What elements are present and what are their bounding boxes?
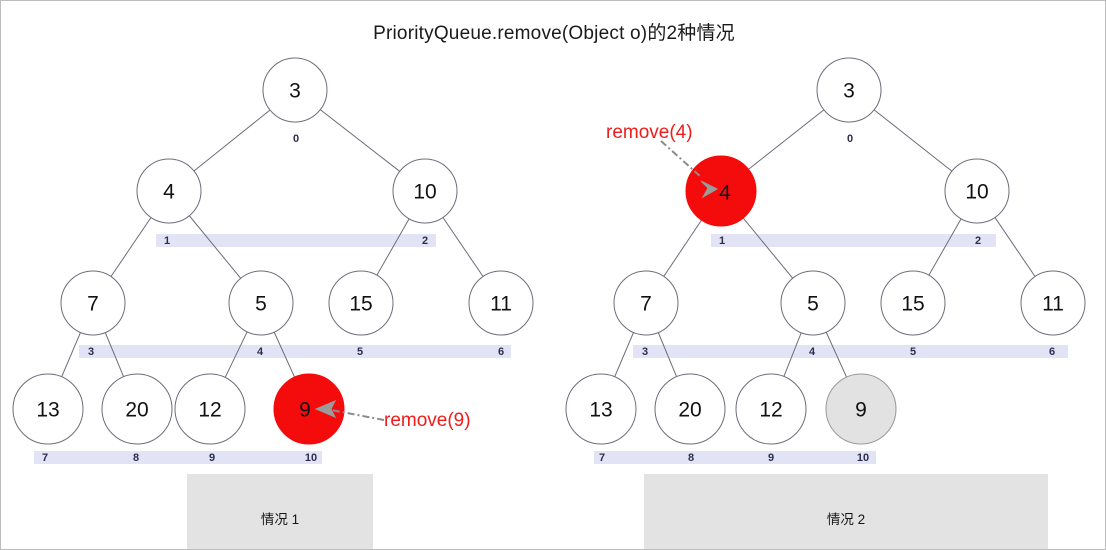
- case-1-nodes: 3 4 10 7 5 15 11 13 20 12 9: [12, 57, 534, 445]
- node-value: 20: [678, 399, 701, 422]
- node-index: 2: [422, 235, 428, 247]
- node-circle-shaded[interactable]: [825, 373, 897, 445]
- node-index: 4: [257, 346, 264, 358]
- node-circle[interactable]: [174, 373, 246, 445]
- node-value: 5: [807, 293, 819, 316]
- node-value: 11: [490, 293, 512, 316]
- case-1-caption: 情况 1 删除的是最后一个元素 直接删除即可，不需要调整: [187, 474, 373, 549]
- node-circle[interactable]: [780, 270, 846, 336]
- case-2-caption-title: 情况 2: [826, 512, 866, 527]
- node-index: 7: [599, 452, 605, 464]
- node-index: 9: [768, 452, 774, 464]
- remove-callout-arrow-right: [660, 140, 719, 199]
- index-band-row3-right: [594, 451, 876, 464]
- node-circle[interactable]: [60, 270, 126, 336]
- index-band-row2-left: [79, 345, 511, 358]
- node-circle[interactable]: [262, 57, 328, 123]
- node-index: 3: [88, 346, 94, 358]
- node-value: 9: [299, 399, 311, 422]
- index-band-row1-left: [156, 234, 436, 247]
- node-circle-removed[interactable]: [273, 373, 345, 445]
- node-value: 15: [901, 293, 924, 316]
- node-circle[interactable]: [228, 270, 294, 336]
- node-circle[interactable]: [101, 373, 173, 445]
- node-index: 4: [809, 346, 816, 358]
- node-index: 3: [642, 346, 648, 358]
- node-index: 9: [209, 452, 215, 464]
- node-index: 8: [688, 452, 694, 464]
- node-value: 9: [855, 399, 867, 422]
- node-circle[interactable]: [944, 158, 1010, 224]
- node-circle[interactable]: [816, 57, 882, 123]
- node-value: 4: [163, 181, 175, 204]
- node-index: 6: [1049, 346, 1055, 358]
- node-value: 10: [413, 181, 436, 204]
- case-1-caption-title: 情况 1: [260, 512, 300, 527]
- node-value: 20: [125, 399, 148, 422]
- node-index: 0: [847, 133, 853, 145]
- node-index: 1: [164, 235, 170, 247]
- node-value: 12: [198, 399, 221, 422]
- node-circle[interactable]: [565, 373, 637, 445]
- node-circle[interactable]: [136, 158, 202, 224]
- case-1-index-labels: 0 1 2 3 4 5 6 7 8 9 10: [42, 133, 504, 464]
- node-value: 15: [349, 293, 372, 316]
- node-circle[interactable]: [735, 373, 807, 445]
- node-value: 12: [759, 399, 782, 422]
- node-index: 0: [293, 133, 299, 145]
- node-index: 8: [133, 452, 139, 464]
- node-circle[interactable]: [654, 373, 726, 445]
- node-circle[interactable]: [12, 373, 84, 445]
- node-value: 5: [255, 293, 267, 316]
- page-title: PriorityQueue.remove(Object o)的2种情况: [373, 23, 735, 44]
- node-index: 5: [357, 346, 363, 358]
- node-circle[interactable]: [880, 270, 946, 336]
- node-value: 3: [843, 80, 855, 103]
- node-value: 3: [289, 80, 301, 103]
- node-circle[interactable]: [1020, 270, 1086, 336]
- case-2-index-labels: 0 1 2 3 4 5 6 7 8 9 10: [599, 133, 1055, 464]
- node-index: 5: [910, 346, 916, 358]
- case-2-nodes: 3 4 10 7 5 15 11 13 20 12 9: [565, 57, 1086, 445]
- index-band-row2-right: [633, 345, 1068, 358]
- node-value: 10: [965, 181, 988, 204]
- node-value: 4: [719, 182, 731, 205]
- node-circle[interactable]: [613, 270, 679, 336]
- node-value: 13: [36, 399, 59, 422]
- remove-callout-arrow-left: [314, 400, 385, 421]
- node-value: 13: [589, 399, 612, 422]
- node-index: 6: [498, 346, 504, 358]
- node-circle[interactable]: [468, 270, 534, 336]
- node-index: 2: [975, 235, 981, 247]
- node-value: 7: [87, 293, 99, 316]
- node-circle[interactable]: [392, 158, 458, 224]
- node-circle-removed[interactable]: [685, 155, 757, 227]
- node-index: 1: [719, 235, 725, 247]
- node-index: 10: [305, 452, 317, 464]
- remove-call-label-right: remove(4): [606, 122, 693, 143]
- node-circle[interactable]: [328, 270, 394, 336]
- index-band-row3-left: [34, 451, 322, 464]
- node-index: 7: [42, 452, 48, 464]
- remove-call-label-left: remove(9): [384, 410, 471, 431]
- case-1-edges: [47, 89, 502, 410]
- node-index: 10: [857, 452, 869, 464]
- node-value: 7: [640, 293, 652, 316]
- index-band-row1-right: [711, 234, 996, 247]
- node-value: 11: [1042, 293, 1064, 316]
- case-2-caption: 情况 2 删除的不是最后一个元素 从删除点开始以最后一个元素为参照调用一次sif…: [644, 474, 1048, 549]
